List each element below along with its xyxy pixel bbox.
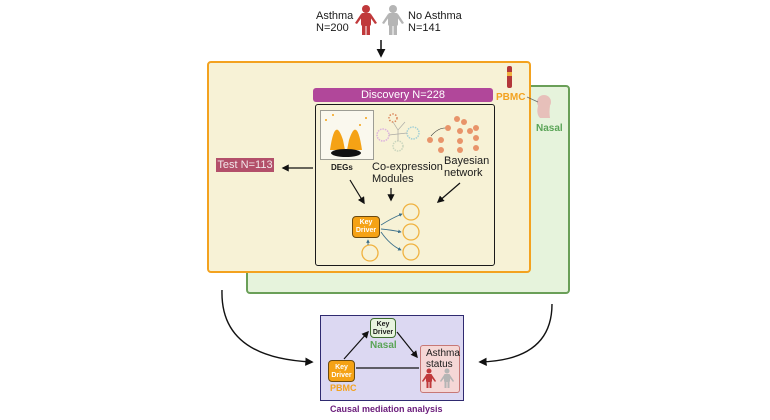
bayesian-label: Bayesian network [444,155,489,179]
mediation-asthma-person-icon [422,368,436,388]
left-curve-arrow [221,289,314,366]
asthma-label: Asthma N=200 [316,10,353,34]
no-asthma-count: N=141 [408,22,441,34]
mediation-no-asthma-person-icon [440,368,454,388]
no-asthma-label: No Asthma N=141 [408,10,462,34]
mediation-pbmc-label: PBMC [330,383,357,393]
nasal-to-asthma-arrow [396,331,418,359]
mediation-title: Causal mediation analysis [330,404,443,414]
no-asthma-label-text: No Asthma [408,10,462,22]
right-curve-arrow [478,303,553,367]
nasal-key-driver: Key Driver [370,318,396,338]
coexpression-network-icon [376,113,420,152]
nasal-head-icon [526,95,551,118]
pbmc-key-driver-line2: Driver [331,372,352,379]
asthma-status-line2: status [426,359,453,370]
asthma-status-line1: Asthma [426,348,460,359]
bayes-arrow [436,182,461,203]
bayesian-network-icon [427,116,479,153]
pbmc-key-driver-line1: Key [335,364,348,371]
pbmc-label: PBMC [496,92,526,103]
coexpression-line2: Modules [372,173,414,185]
asthma-label-text: Asthma [316,10,354,22]
pbmc-to-nasal-arrow [343,330,369,360]
blood-tube-icon [507,66,512,88]
nasal-key-driver-line2: Driver [372,329,394,336]
bayesian-line2: network [444,167,483,179]
nasal-label: Nasal [536,123,563,134]
volcano-points [325,114,367,157]
coexpression-line1: Co-expression [372,161,443,173]
key-driver-node: Key Driver [352,216,380,238]
bayesian-line1: Bayesian [444,155,490,167]
asthma-status-box: Asthma status [420,345,460,393]
nasal-key-driver-line1: Key [376,321,390,328]
pbmc-key-driver: Key Driver [328,360,355,382]
no-asthma-person-icon [382,5,404,35]
test-badge: Test N=113 [216,158,274,172]
key-driver-edges [366,213,403,251]
asthma-count: N=200 [316,22,349,34]
coexpression-label: Co-expression Modules [372,161,443,185]
key-driver-line1: Key [359,219,373,226]
key-driver-line2: Driver [355,227,377,234]
mediation-nasal-label: Nasal [370,340,397,351]
target-gene-circles [361,203,420,262]
asthma-person-icon [355,5,377,35]
degs-label: DEGs [331,163,353,172]
degs-arrow [349,179,365,205]
discovery-banner: Discovery N=228 [313,88,493,102]
